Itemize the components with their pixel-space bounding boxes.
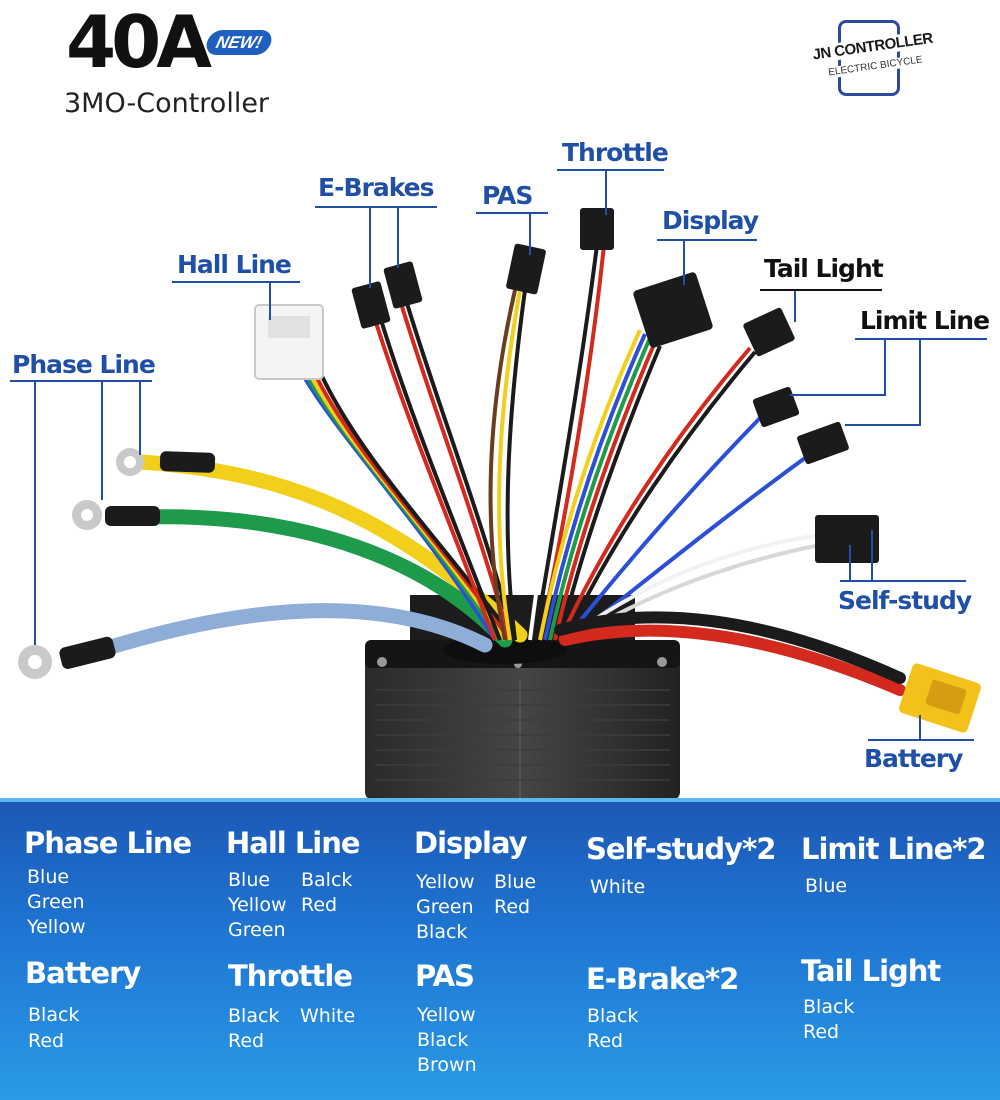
callout-underline <box>172 281 300 283</box>
legend-value: Green <box>416 896 474 918</box>
legend-value: Blue <box>27 866 70 888</box>
wire-color-legend: Phase Line Blue Green Yellow Hall Line B… <box>0 798 1000 1100</box>
controller-illustration <box>18 170 981 800</box>
screw-icon <box>377 657 387 667</box>
legend-value: Red <box>228 1030 265 1052</box>
legend-value: White <box>300 1005 356 1027</box>
e-brake-connector-icon <box>351 281 391 329</box>
callout-self-study: Self-study <box>838 586 972 615</box>
phase-wire-blue <box>77 603 493 663</box>
callout-underline <box>476 212 548 214</box>
legend-title-e-brake: E-Brake*2 <box>586 962 739 996</box>
legend-value: Red <box>803 1021 840 1043</box>
callout-display: Display <box>662 206 759 235</box>
legend-title-phase-line: Phase Line <box>24 826 192 860</box>
callout-e-brakes: E-Brakes <box>318 173 434 202</box>
callout-underline <box>760 289 882 291</box>
legend-title-battery: Battery <box>25 956 141 990</box>
display-connector-icon <box>633 272 713 348</box>
controller-box <box>365 595 680 800</box>
callout-underline <box>868 739 974 741</box>
legend-value: Red <box>28 1030 65 1052</box>
legend-value: Balck <box>301 869 353 891</box>
legend-value: Black <box>803 996 855 1018</box>
legend-title-hall-line: Hall Line <box>226 826 361 860</box>
legend-value: Blue <box>805 875 848 897</box>
legend-value: Blue <box>494 871 537 893</box>
legend-value: White <box>590 876 646 898</box>
legend-value: Brown <box>417 1054 477 1076</box>
legend-value: Yellow <box>27 916 86 938</box>
callout-phase-line: Phase Line <box>12 350 156 379</box>
legend-title-limit-line: Limit Line*2 <box>801 832 987 866</box>
pas-connector-icon <box>506 243 546 295</box>
legend-value: Red <box>494 896 531 918</box>
tail-light-connector-icon <box>743 307 795 357</box>
callout-underline <box>557 169 664 171</box>
callout-underline <box>657 239 757 241</box>
legend-value: Yellow <box>416 871 475 893</box>
callout-limit-line: Limit Line <box>860 306 990 335</box>
legend-value: Blue <box>228 869 271 891</box>
callout-underline <box>855 338 987 340</box>
callout-battery: Battery <box>864 744 963 773</box>
legend-title-throttle: Throttle <box>228 959 353 993</box>
phase-wire-green <box>117 509 513 648</box>
callout-underline <box>10 380 152 382</box>
legend-value: Green <box>228 919 286 941</box>
callout-throttle: Throttle <box>562 138 669 167</box>
callout-underline <box>315 206 437 208</box>
callout-pas: PAS <box>482 181 533 210</box>
throttle-connector-icon <box>580 208 614 250</box>
amperage-title: 40A <box>66 0 212 84</box>
limit-line-connector-icon <box>752 386 800 428</box>
e-brake-connector-icon <box>383 261 423 309</box>
callout-hall-line: Hall Line <box>177 250 292 279</box>
legend-value: Yellow <box>228 894 287 916</box>
legend-value: Red <box>301 894 338 916</box>
model-subtitle: 3MO-Controller <box>64 88 270 119</box>
legend-value: Black <box>417 1029 469 1051</box>
legend-value: Black <box>587 1005 639 1027</box>
self-study-connector-icon <box>815 515 879 563</box>
legend-title-tail-light: Tail Light <box>801 954 941 988</box>
callout-leaders <box>34 170 921 740</box>
legend-value: Black <box>28 1004 80 1026</box>
legend-value: Black <box>416 921 468 943</box>
limit-line-connector-icon <box>797 421 849 465</box>
screw-icon <box>657 657 667 667</box>
battery-connector-icon <box>899 663 981 733</box>
legend-value: Red <box>587 1030 624 1052</box>
legend-value: Yellow <box>417 1004 476 1026</box>
legend-value: Green <box>27 891 85 913</box>
callout-underline <box>840 580 966 582</box>
legend-title-self-study: Self-study*2 <box>586 832 776 866</box>
legend-title-pas: PAS <box>415 959 475 993</box>
callout-tail-light: Tail Light <box>764 254 884 283</box>
legend-value: Black <box>228 1005 280 1027</box>
ring-terminal-icon <box>18 448 144 679</box>
legend-title-display: Display <box>414 826 528 860</box>
